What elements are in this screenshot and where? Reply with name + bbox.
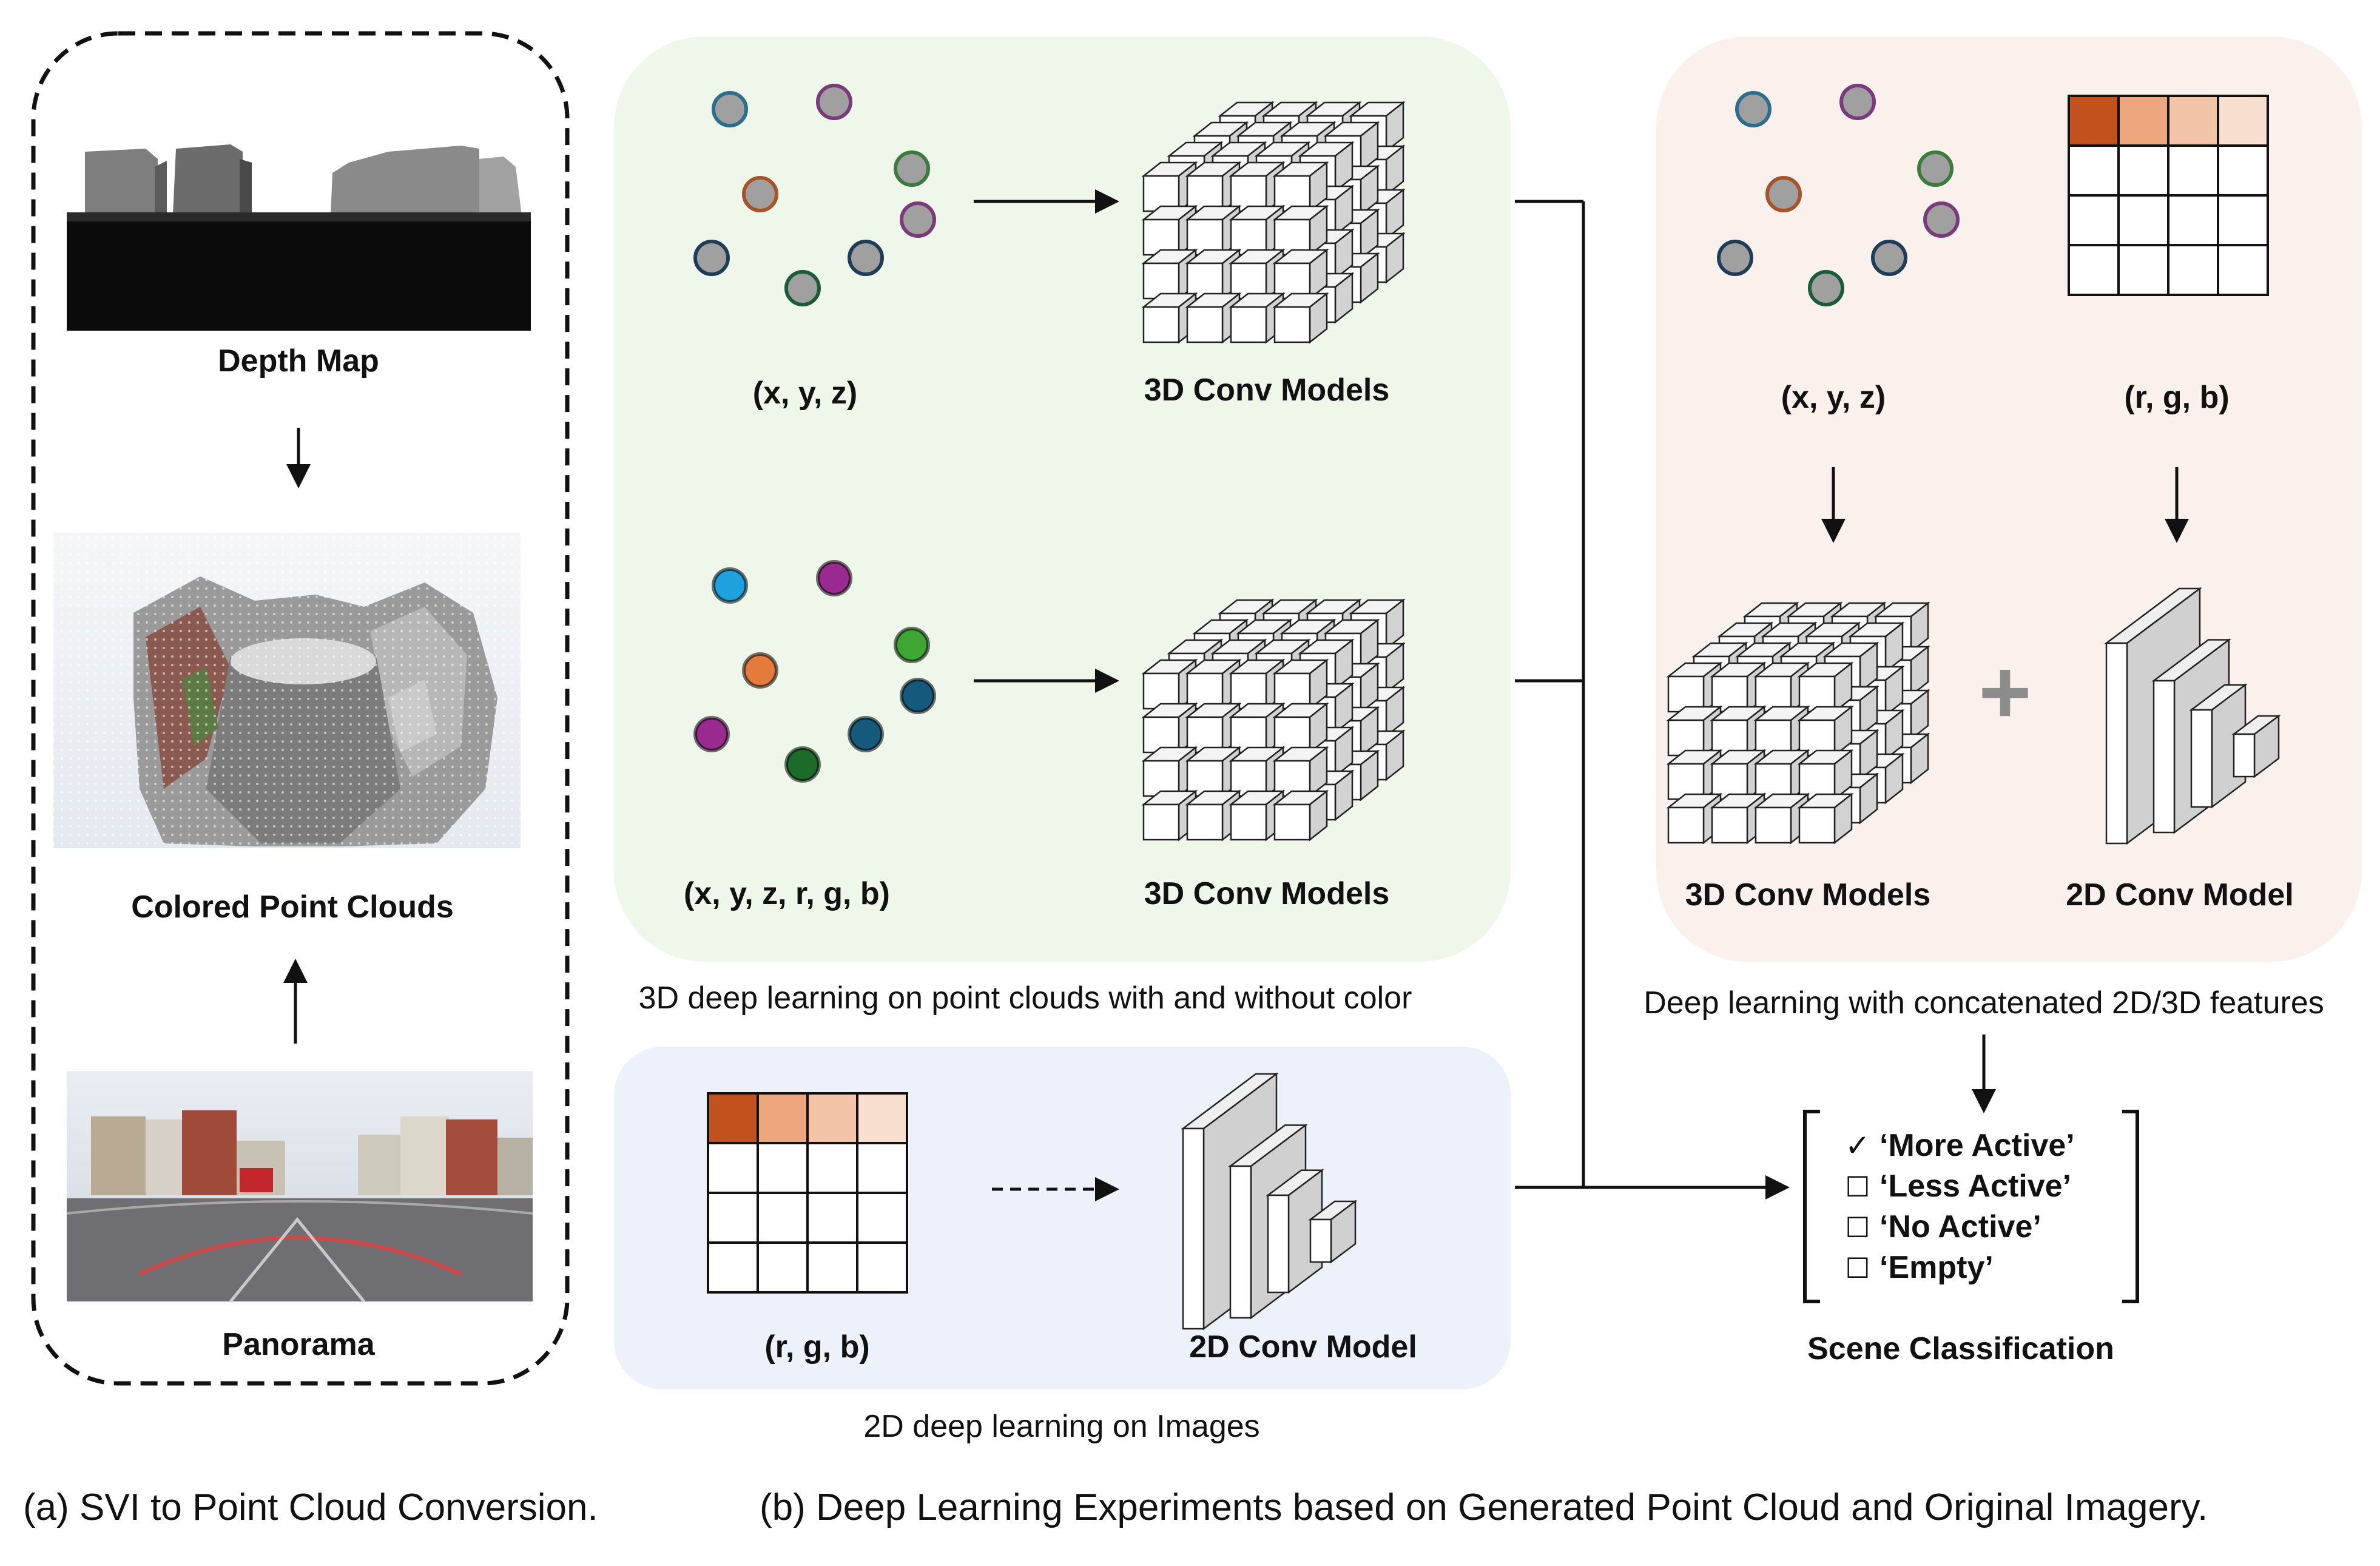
pink-model-3d-label: 3D Conv Models [1685, 877, 1931, 913]
cube-3d-conv-concat [1666, 601, 1930, 845]
depth-map-label: Depth Map [218, 343, 379, 379]
row1-input-label: (x, y, z) [753, 376, 857, 411]
pink-box-caption: Deep learning with concatenated 2D/3D fe… [1643, 985, 2324, 1021]
point-dot [900, 201, 936, 238]
point-dot [784, 270, 821, 306]
panel-a-caption: (a) SVI to Point Cloud Conversion. [23, 1487, 598, 1528]
point-cloud-image [53, 533, 521, 848]
panorama-label: Panorama [222, 1327, 376, 1362]
panel-a-frame [31, 31, 570, 1386]
point-dot [712, 91, 748, 127]
conv-2d-model-shape [1181, 1072, 1358, 1331]
conv-2d-model-shape-concat [2104, 587, 2281, 845]
point-set-xyz [693, 84, 936, 306]
point-dot [712, 567, 748, 604]
image-grid-rgb-concat [2068, 95, 2269, 296]
point-dot [1765, 176, 1802, 212]
cube-3d-conv-1 [1141, 101, 1406, 344]
classification-title: Scene Classification [1807, 1331, 2114, 1366]
blue-model-label: 2D Conv Model [1189, 1329, 1417, 1365]
point-dot [1917, 150, 1954, 187]
checkbox-icon: ☐ [1845, 1211, 1870, 1244]
point-cloud-label: Colored Point Clouds [131, 889, 454, 925]
green-box-caption: 3D deep learning on point clouds with an… [639, 980, 1412, 1016]
point-dot [784, 746, 821, 783]
row2-input-label: (x, y, z, r, g, b) [684, 876, 890, 911]
point-dot [1839, 84, 1876, 120]
class-option-more-active: ✓ ‘More Active’ [1845, 1128, 2075, 1163]
pink-model-2d-label: 2D Conv Model [2066, 877, 2294, 913]
point-dot [894, 150, 930, 187]
image-grid-rgb [707, 1092, 908, 1294]
point-dot [848, 240, 884, 276]
bracket-right [2122, 1110, 2139, 1303]
blue-input-label: (r, g, b) [764, 1329, 869, 1365]
point-dot [742, 652, 778, 689]
option-label: ‘Less Active’ [1879, 1169, 2071, 1204]
point-dot [1808, 270, 1844, 306]
point-dot [1735, 91, 1772, 127]
point-dot [848, 716, 884, 752]
point-dot [693, 716, 730, 752]
plus-sign: + [1978, 641, 2032, 743]
connector-lines [1515, 200, 1585, 1189]
class-option-no-active: ☐ ‘No Active’ [1845, 1209, 2041, 1244]
point-dot [894, 627, 930, 663]
point-dot [816, 84, 852, 120]
option-label: ‘No Active’ [1879, 1209, 2041, 1244]
point-dot [900, 678, 936, 714]
point-dot [816, 560, 852, 596]
pink-input-2d-label: (r, g, b) [2124, 380, 2229, 415]
point-set-xyzrgb [693, 560, 936, 783]
panel-b-caption: (b) Deep Learning Experiments based on G… [760, 1487, 2208, 1528]
option-label: ‘More Active’ [1879, 1128, 2075, 1163]
point-dot [693, 240, 730, 276]
blue-box-caption: 2D deep learning on Images [863, 1409, 1259, 1444]
bracket-left [1803, 1110, 1820, 1303]
depth-map-image [67, 130, 531, 331]
checkbox-icon: ☐ [1845, 1170, 1870, 1203]
class-option-empty: ☐ ‘Empty’ [1845, 1250, 1993, 1285]
point-dot [1923, 201, 1960, 238]
row1-model-label: 3D Conv Models [1144, 373, 1390, 408]
option-label: ‘Empty’ [1879, 1250, 1994, 1285]
point-dot [1871, 240, 1907, 276]
point-set-xyz-concat [1717, 84, 1960, 306]
check-icon: ✓ [1845, 1128, 1870, 1163]
point-dot [1717, 240, 1753, 276]
cube-3d-conv-2 [1141, 598, 1406, 842]
panorama-image [66, 1071, 533, 1303]
checkbox-icon: ☐ [1845, 1252, 1870, 1284]
point-dot [742, 176, 778, 212]
class-option-less-active: ☐ ‘Less Active’ [1845, 1169, 2071, 1204]
row2-model-label: 3D Conv Models [1144, 876, 1390, 911]
pink-input-3d-label: (x, y, z) [1781, 380, 1886, 415]
